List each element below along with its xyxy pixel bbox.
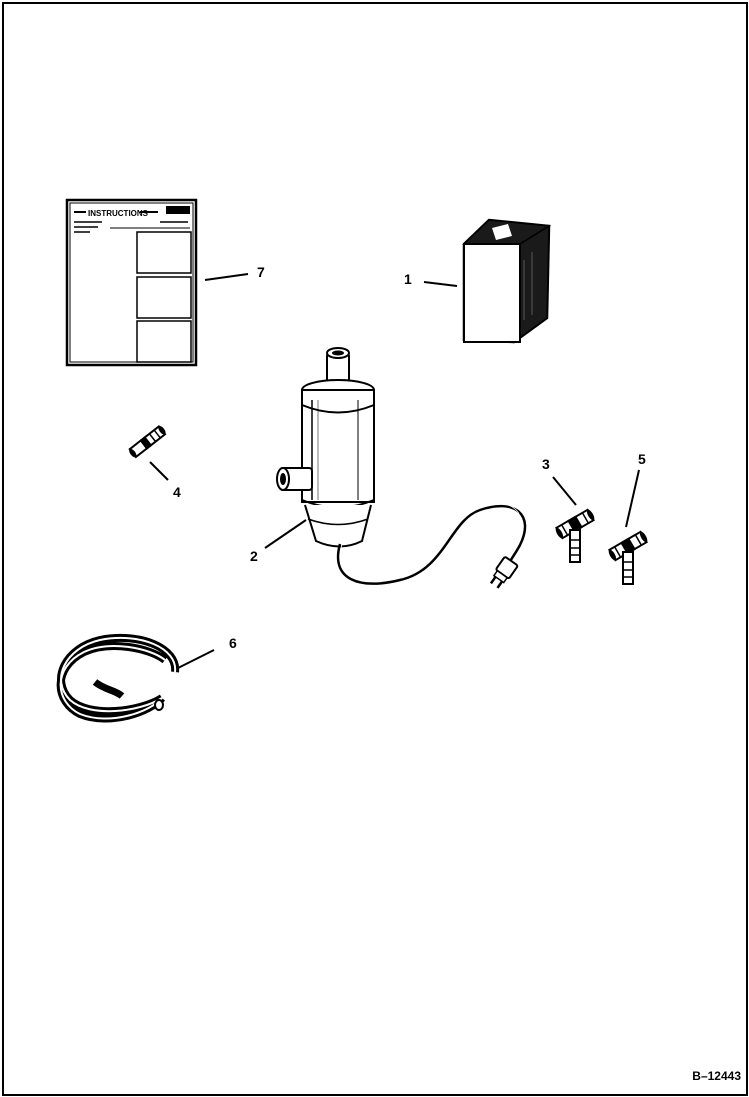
leader-line-6: [177, 649, 215, 669]
callout-1: 1: [404, 271, 412, 287]
instruction-sheet-heading: INSTRUCTIONS: [88, 209, 149, 218]
box-icon: [462, 218, 552, 344]
callout-2: 2: [250, 548, 258, 564]
block-heater-icon: [276, 347, 527, 589]
tee-fitting-icon: [555, 508, 595, 563]
hose-fitting-icon: [128, 424, 167, 459]
callout-6: 6: [229, 635, 237, 651]
tee-fitting-icon: [608, 530, 648, 585]
callout-5: 5: [638, 451, 646, 467]
leader-line-1: [423, 281, 458, 287]
leader-line-7: [204, 273, 249, 281]
leader-line-3: [552, 476, 577, 506]
leader-line-2: [264, 519, 307, 549]
callout-7: 7: [257, 264, 265, 280]
leader-line-5: [625, 469, 640, 528]
leader-line-4: [149, 461, 169, 481]
hose-coil-icon: [56, 633, 180, 723]
callout-3: 3: [542, 456, 550, 472]
figure-reference-number: B–12443: [692, 1069, 741, 1083]
callout-4: 4: [173, 484, 181, 500]
instruction-sheet-icon: INSTRUCTIONS: [65, 198, 198, 367]
